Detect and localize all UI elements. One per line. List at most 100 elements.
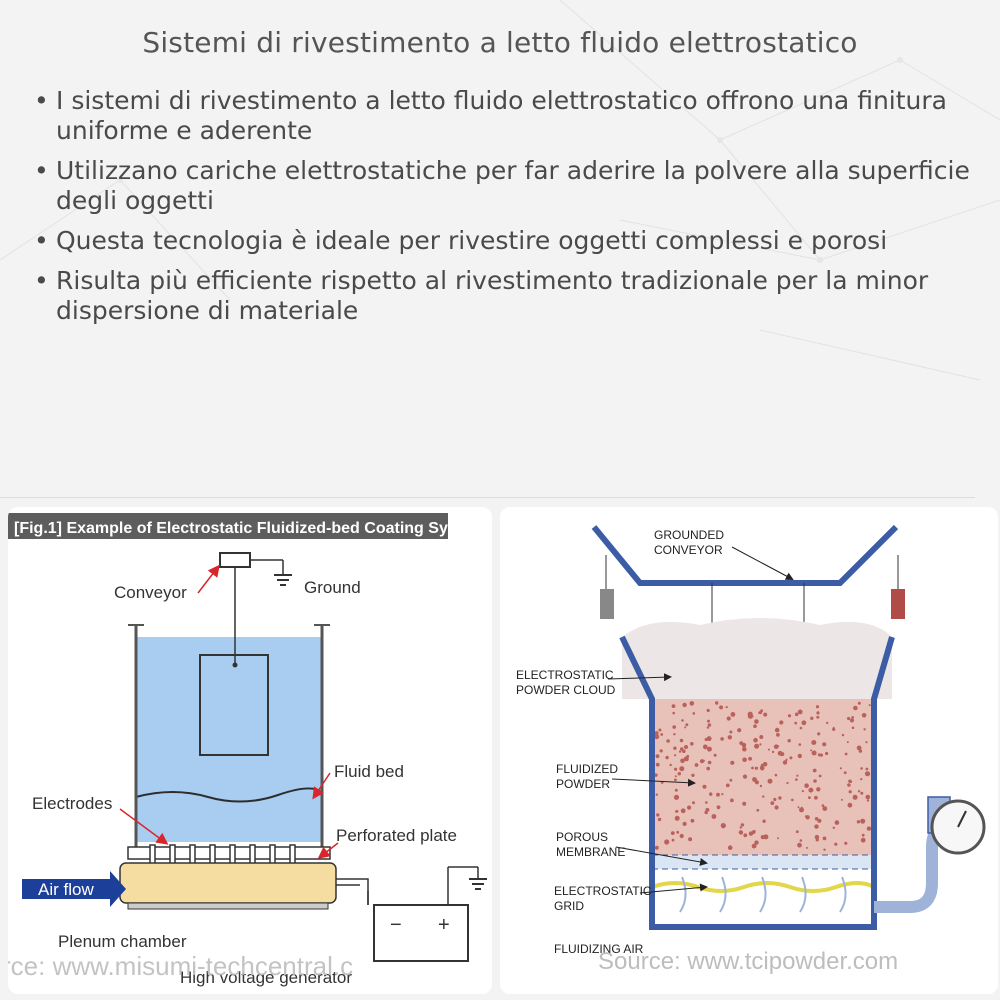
- powder-particle: [762, 819, 766, 823]
- powder-particle: [763, 712, 768, 717]
- plus-terminal: +: [438, 914, 450, 936]
- powder-particle: [785, 758, 788, 761]
- powder-particle: [716, 805, 721, 810]
- powder-particle: [774, 805, 779, 810]
- fluid-bed-label: Fluid bed: [334, 762, 404, 781]
- powder-particle: [814, 834, 820, 840]
- powder-particle: [847, 802, 853, 808]
- powder-particle: [682, 749, 686, 753]
- powder-particle: [856, 820, 861, 824]
- powder-particle: [770, 801, 775, 805]
- porous-membrane: [652, 855, 874, 869]
- powder-particle: [822, 836, 827, 841]
- powder-particle: [739, 826, 742, 829]
- powder-particle: [815, 705, 820, 709]
- powder-particle: [748, 756, 752, 761]
- powder-particles: [654, 701, 872, 851]
- perforated-plate-label: Perforated plate: [336, 826, 457, 845]
- powder-particle: [704, 737, 708, 742]
- powder-particle: [674, 815, 680, 821]
- powder-particle: [866, 826, 872, 831]
- powder-particle: [680, 758, 685, 764]
- source-watermark-right: Source: www.tcipowder.com: [598, 948, 898, 975]
- powder-particle: [679, 833, 684, 839]
- tank-frame: [619, 635, 895, 930]
- powder-particle: [715, 701, 719, 705]
- powder-particle: [674, 754, 677, 757]
- figure-header-band: [8, 513, 448, 539]
- air-flow-arrow: [22, 871, 126, 907]
- grounded-conveyor-rail: [591, 524, 899, 586]
- powder-particle: [675, 809, 679, 813]
- powder-particle: [832, 826, 835, 829]
- powder-particle: [816, 787, 821, 792]
- powder-particle: [658, 819, 661, 822]
- powder-particle: [690, 818, 695, 823]
- powder-particle: [656, 813, 660, 817]
- powder-particle: [759, 784, 763, 788]
- powder-particle: [759, 735, 764, 739]
- powder-particle: [812, 768, 817, 773]
- hanging-part: [600, 589, 614, 619]
- powder-particle: [822, 806, 828, 811]
- powder-particle: [725, 706, 728, 709]
- powder-particle: [801, 790, 804, 793]
- powder-particle: [730, 798, 734, 803]
- powder-particle: [844, 752, 848, 756]
- powder-particle: [754, 840, 759, 845]
- powder-particle: [776, 733, 780, 737]
- powder-particle: [720, 823, 726, 829]
- fluidized-bed-diagram: [Fig.1] Example of Electrostatic Fluidiz…: [8, 513, 487, 987]
- powder-particle: [720, 737, 724, 741]
- powder-particle: [671, 838, 675, 842]
- powder-particle: [822, 742, 827, 747]
- powder-particle: [826, 721, 829, 725]
- left-diagram-panel: [Fig.1] Example of Electrostatic Fluidiz…: [8, 507, 492, 994]
- bullet-item: •Utilizzano cariche elettrostatiche per …: [34, 156, 974, 216]
- powder-particle: [865, 794, 871, 800]
- conveyor-hook: [219, 552, 251, 568]
- source-watermark-left: rce: www.misumi-techcentral.c: [8, 951, 353, 981]
- powder-particle: [832, 727, 836, 731]
- powder-particle: [843, 771, 847, 775]
- powder-particle: [791, 798, 794, 802]
- high-voltage-generator-label: High voltage generator: [180, 968, 352, 987]
- bullet-text: Risulta più efficiente rispetto al rives…: [56, 266, 929, 325]
- powder-particle: [861, 833, 865, 837]
- powder-particle: [706, 736, 712, 742]
- powder-particle: [680, 808, 686, 814]
- powder-particle: [673, 733, 676, 736]
- powder-particle: [738, 830, 744, 835]
- powder-particle: [846, 741, 849, 744]
- powder-particle: [694, 763, 699, 767]
- powder-particle: [753, 724, 757, 728]
- powder-particle: [787, 739, 791, 743]
- powder-particle: [655, 793, 658, 796]
- powder-particle: [817, 818, 822, 823]
- powder-particle: [674, 788, 678, 792]
- powder-particle: [834, 842, 838, 846]
- powder-particle: [853, 705, 858, 711]
- powder-particle: [864, 771, 871, 777]
- bullet-item: •Questa tecnologia è ideale per rivestir…: [34, 226, 974, 256]
- powder-particle: [654, 731, 659, 736]
- conveyor-pointer: [197, 564, 220, 594]
- powder-particle: [690, 742, 694, 746]
- powder-particle: [805, 815, 810, 820]
- powder-particle: [682, 821, 687, 826]
- powder-particle: [771, 750, 775, 754]
- powder-particle: [654, 734, 660, 740]
- powder-particle: [671, 704, 676, 708]
- powder-particle: [806, 846, 808, 849]
- powder-particle: [713, 753, 717, 757]
- powder-particle: [688, 837, 693, 842]
- powder-particle: [751, 843, 757, 849]
- powder-particle: [808, 787, 814, 793]
- powder-particle: [669, 763, 672, 767]
- ground-label: Ground: [304, 578, 361, 597]
- powder-particle: [762, 795, 765, 798]
